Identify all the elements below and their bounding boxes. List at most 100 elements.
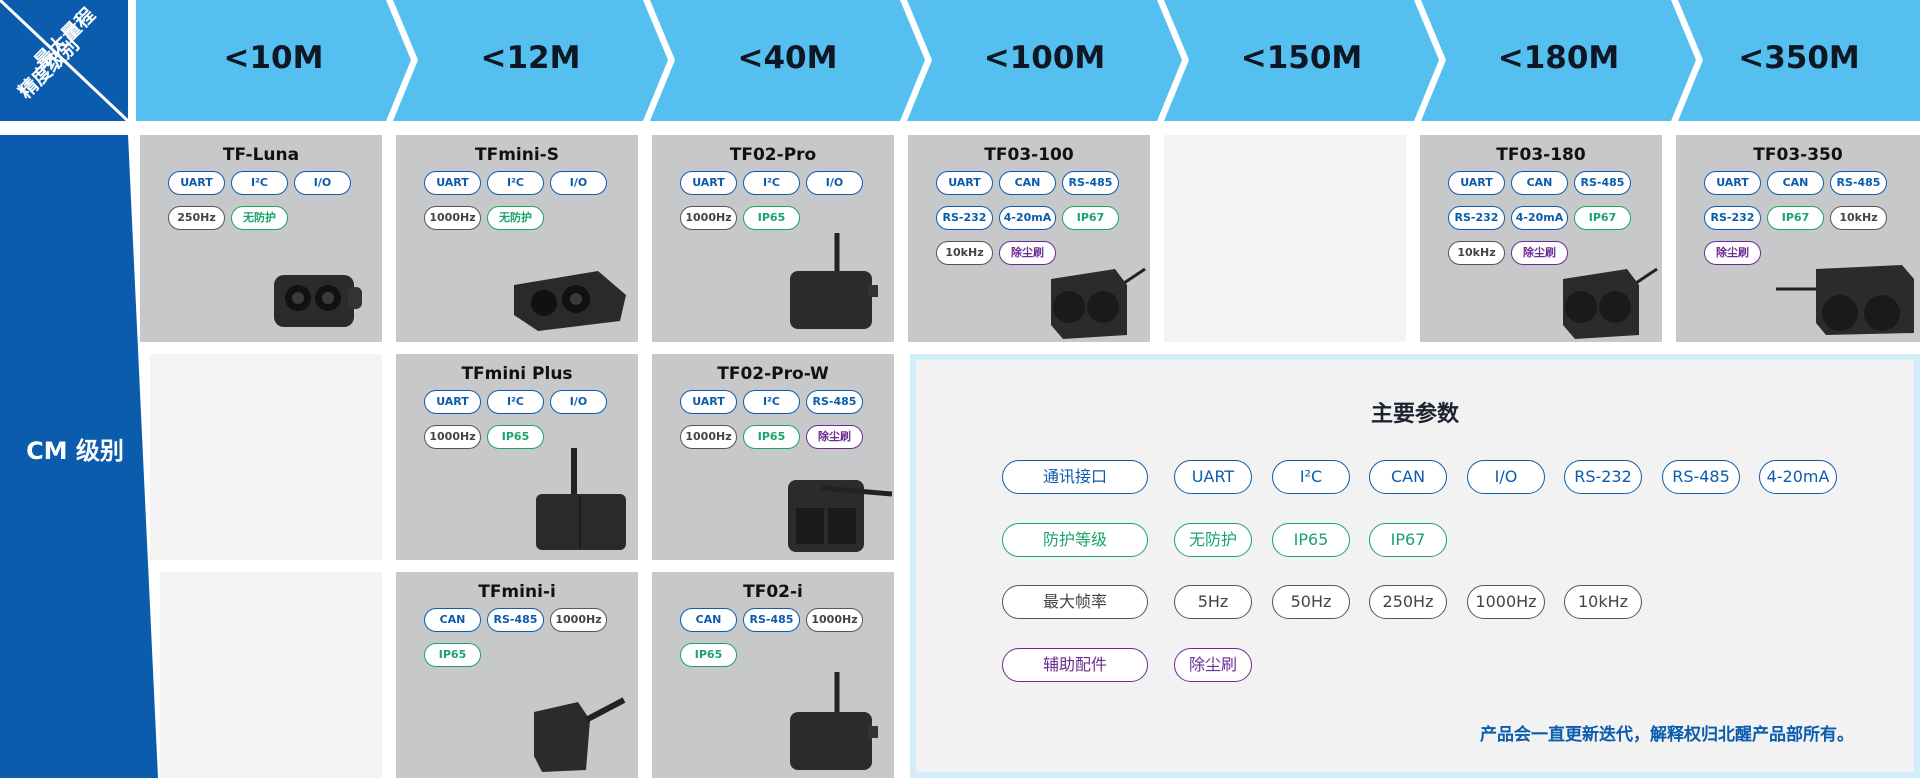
legend-item: IP67 bbox=[1369, 523, 1447, 557]
product-name: TF-Luna bbox=[222, 145, 300, 165]
tf-luna-device-image bbox=[274, 275, 362, 327]
spec-tag: RS-232 bbox=[936, 206, 993, 230]
spec-tag: IP65 bbox=[680, 643, 737, 667]
legend-item: 无防护 bbox=[1174, 523, 1252, 557]
spec-tag: CAN bbox=[680, 608, 737, 632]
spec-tag: 除尘刷 bbox=[806, 425, 863, 449]
spec-tag: RS-485 bbox=[743, 608, 800, 632]
spec-tag: RS-485 bbox=[1574, 171, 1631, 195]
spec-tag: CAN bbox=[1767, 171, 1824, 195]
spec-tag: I²C bbox=[743, 171, 800, 195]
range-label: <10M bbox=[223, 40, 324, 76]
spec-tag: 除尘刷 bbox=[999, 241, 1056, 265]
spec-tag: CAN bbox=[1511, 171, 1568, 195]
spec-tag: UART bbox=[1448, 171, 1505, 195]
spec-tag: UART bbox=[680, 390, 737, 414]
spec-tag: 1000Hz bbox=[806, 608, 863, 632]
spec-tag: I²C bbox=[487, 390, 544, 414]
legend-item: CAN bbox=[1369, 460, 1447, 494]
tf02-pro-device-image bbox=[790, 233, 878, 329]
spec-tag: RS-485 bbox=[487, 608, 544, 632]
tf03-350-device-image bbox=[1776, 265, 1914, 335]
spec-tag: UART bbox=[168, 171, 225, 195]
legend-category-label: 防护等级 bbox=[1002, 523, 1148, 557]
legend-item: 50Hz bbox=[1272, 585, 1350, 619]
product-name: TF02-i bbox=[743, 582, 803, 602]
axis-corner: 最大量程 精度级别 bbox=[0, 0, 128, 121]
legend-item: RS-485 bbox=[1662, 460, 1740, 494]
spec-tag: 1000Hz bbox=[424, 425, 481, 449]
disclaimer-note: 产品会一直更新迭代，解释权归北醒产品部所有。 bbox=[1480, 725, 1854, 745]
spec-tag: 1000Hz bbox=[680, 206, 737, 230]
spec-tag: IP67 bbox=[1767, 206, 1824, 230]
legend-category-label: 通讯接口 bbox=[1002, 460, 1148, 494]
legend-item: 除尘刷 bbox=[1174, 648, 1252, 682]
spec-tag: I/O bbox=[550, 390, 607, 414]
spec-tag: IP65 bbox=[743, 425, 800, 449]
legend-item: 1000Hz bbox=[1467, 585, 1545, 619]
legend-item: 4-20mA bbox=[1759, 460, 1837, 494]
spec-tag: 4-20mA bbox=[1511, 206, 1568, 230]
spec-tag: 除尘刷 bbox=[1704, 241, 1761, 265]
legend-item: 250Hz bbox=[1369, 585, 1447, 619]
precision-row-header: CM 级别 bbox=[0, 135, 158, 778]
tf02-i-device-image bbox=[790, 672, 878, 770]
spec-tag: 10kHz bbox=[1830, 206, 1887, 230]
empty-cell bbox=[160, 572, 382, 778]
range-header-100m: <100M bbox=[907, 0, 1182, 121]
empty-cell bbox=[1164, 135, 1406, 342]
range-header-12m: <12M bbox=[393, 0, 668, 121]
range-header-350m: <350M bbox=[1678, 0, 1920, 121]
legend-item: 5Hz bbox=[1174, 585, 1252, 619]
tf03-180-device-image bbox=[1563, 267, 1658, 339]
product-name: TFmini Plus bbox=[461, 364, 573, 384]
spec-tag: UART bbox=[1704, 171, 1761, 195]
spec-tag: I²C bbox=[231, 171, 288, 195]
legend-category-label: 最大帧率 bbox=[1002, 585, 1148, 619]
spec-tag: UART bbox=[424, 390, 481, 414]
cm-level-label: CM 级别 bbox=[26, 437, 124, 465]
spec-tag: 10kHz bbox=[1448, 241, 1505, 265]
spec-tag: I²C bbox=[487, 171, 544, 195]
product-name: TFmini-S bbox=[475, 145, 559, 165]
legend-item: RS-232 bbox=[1564, 460, 1642, 494]
legend-item: I²C bbox=[1272, 460, 1350, 494]
spec-tag: RS-485 bbox=[1062, 171, 1119, 195]
spec-tag: 1000Hz bbox=[424, 206, 481, 230]
range-label: <12M bbox=[480, 40, 581, 76]
spec-tag: 1000Hz bbox=[680, 425, 737, 449]
spec-tag: CAN bbox=[424, 608, 481, 632]
spec-tag: IP65 bbox=[743, 206, 800, 230]
range-header-40m: <40M bbox=[650, 0, 925, 121]
parameter-legend: 主要参数 通讯接口 UART I²C CAN I/O RS-232 RS-485… bbox=[910, 354, 1920, 778]
product-name: TF03-100 bbox=[984, 145, 1074, 165]
spec-tag: IP65 bbox=[424, 643, 481, 667]
spec-tag: UART bbox=[424, 171, 481, 195]
spec-tag: 250Hz bbox=[168, 206, 225, 230]
legend-item: UART bbox=[1174, 460, 1252, 494]
legend-item: 10kHz bbox=[1564, 585, 1642, 619]
product-name: TF02-Pro bbox=[729, 145, 817, 165]
spec-tag: 无防护 bbox=[231, 206, 288, 230]
product-name: TFmini-i bbox=[478, 582, 556, 602]
product-name: TF03-180 bbox=[1496, 145, 1586, 165]
tfmini-s-device-image bbox=[514, 271, 626, 331]
spec-tag: RS-232 bbox=[1704, 206, 1761, 230]
spec-tag: 1000Hz bbox=[550, 608, 607, 632]
